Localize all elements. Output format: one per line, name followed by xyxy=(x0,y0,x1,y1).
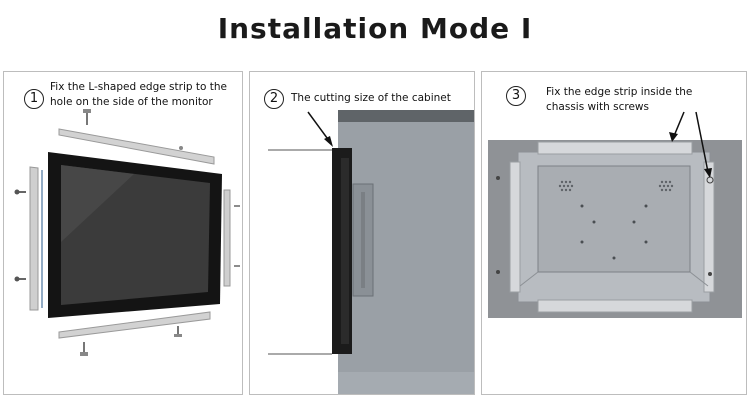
pointer-arrow-right xyxy=(695,111,709,173)
pointer-arrow-top xyxy=(673,111,685,137)
step-3-text-line-2: chassis with screws xyxy=(546,101,649,113)
step-2-panel: 2 The cutting size of the cabinet xyxy=(249,71,475,395)
step-1-panel: 1 Fix the L-shaped edge strip to the hol… xyxy=(3,71,243,395)
edge-screw-icon xyxy=(496,176,714,276)
top-edge-strip xyxy=(58,128,215,165)
step-1-number: 1 xyxy=(24,89,44,109)
right-screw-icon xyxy=(234,205,240,267)
monitor-exploded-illustration xyxy=(14,109,240,356)
right-edge-strip xyxy=(703,161,715,293)
step-1-text-line-2: hole on the side of the monitor xyxy=(50,96,213,108)
bottom-edge-strip xyxy=(537,299,693,313)
step-2-number: 2 xyxy=(264,89,284,109)
step-3-text-line-1: Fix the edge strip inside the xyxy=(546,86,693,98)
step-3-text: Fix the edge strip inside the chassis wi… xyxy=(546,85,692,115)
step-1-text: Fix the L-shaped edge strip to the hole … xyxy=(50,80,227,110)
bottom-edge-strip xyxy=(58,311,211,339)
left-edge-strip xyxy=(509,161,521,293)
right-edge-strip xyxy=(223,189,231,287)
pointer-arrow xyxy=(307,111,331,143)
top-screw-icon xyxy=(83,109,91,125)
screen-reflection xyxy=(61,165,134,242)
step-1-text-line-1: Fix the L-shaped edge strip to the xyxy=(50,81,227,93)
left-screw-icon xyxy=(14,189,26,282)
strip-hole-icon xyxy=(179,146,183,150)
step-2-text: The cutting size of the cabinet xyxy=(291,91,451,106)
vent-grille-left xyxy=(558,180,574,192)
vent-grille-right xyxy=(658,180,674,192)
bottom-screw-icon xyxy=(80,326,182,356)
step-2-text-line-1: The cutting size of the cabinet xyxy=(291,92,451,104)
mounting-holes xyxy=(580,204,648,260)
step-3-number: 3 xyxy=(506,86,526,106)
left-edge-strip xyxy=(29,166,39,311)
bracket-holes xyxy=(361,192,365,288)
cabinet-cross-section-illustration xyxy=(268,110,474,394)
top-edge-strip xyxy=(537,141,693,155)
inner-recess xyxy=(537,165,691,273)
chassis-rear-illustration xyxy=(488,111,742,318)
step-3-panel: 3 Fix the edge strip inside the chassis … xyxy=(481,71,747,395)
page-title: Installation Mode I xyxy=(217,12,533,45)
